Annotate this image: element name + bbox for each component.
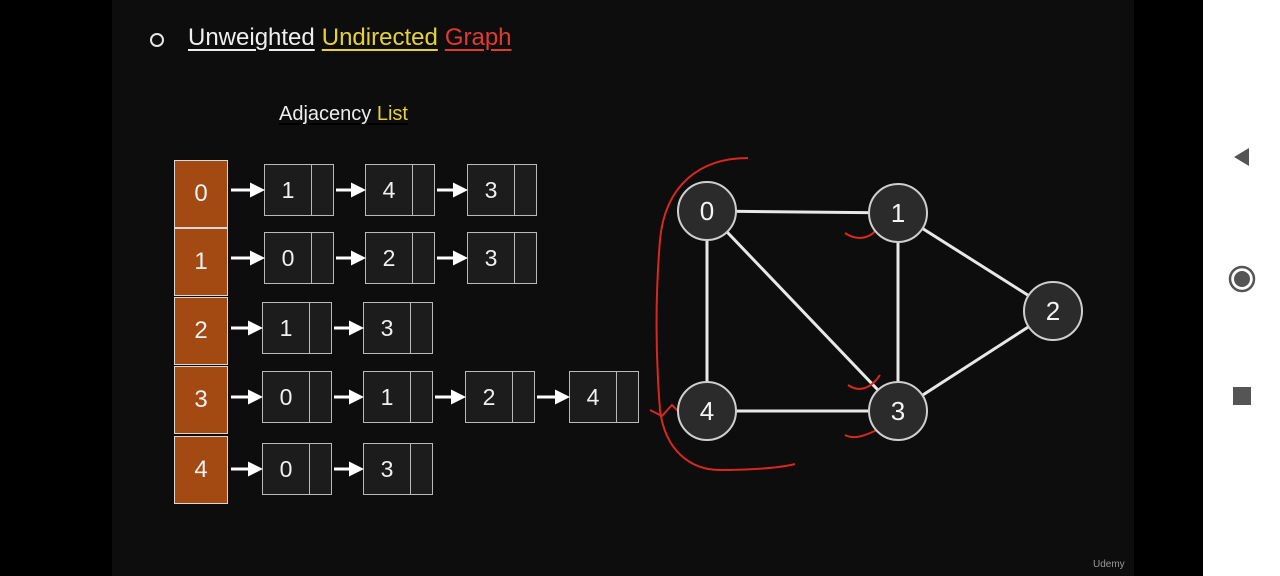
- adjacency-list-heading: Adjacency List: [279, 103, 408, 126]
- pointer-arrows: [231, 182, 570, 477]
- list-node: 2: [465, 371, 535, 423]
- title-graph: Graph: [444, 24, 512, 51]
- node-value: 1: [364, 372, 411, 422]
- bullet-icon: [150, 33, 164, 47]
- node-value: 2: [466, 372, 513, 422]
- list-node: 0: [264, 232, 334, 284]
- home-circle-icon: [1228, 265, 1255, 293]
- android-navigation-bar: [1203, 0, 1280, 576]
- list-node: 3: [467, 164, 537, 216]
- node-value: 4: [366, 165, 413, 215]
- list-node: 3: [363, 302, 433, 354]
- array-cell-0: 0: [174, 160, 228, 228]
- list-node: 3: [467, 232, 537, 284]
- udemy-watermark: Udemy: [1093, 559, 1125, 570]
- title-undirected: Undirected: [321, 24, 438, 51]
- subtitle-list: List: [376, 103, 408, 125]
- array-cell-4: 4: [174, 436, 228, 504]
- graph-vertex-3: 3: [868, 381, 928, 441]
- list-node: 4: [569, 371, 639, 423]
- slide-title: Unweighted Undirected Graph: [150, 20, 512, 56]
- recents-square-icon: [1232, 387, 1251, 405]
- node-value: 2: [366, 233, 413, 283]
- node-value: 0: [263, 444, 310, 494]
- list-node: 1: [264, 164, 334, 216]
- node-value: 3: [364, 303, 411, 353]
- list-node: 4: [365, 164, 435, 216]
- list-node: 2: [365, 232, 435, 284]
- node-value: 3: [364, 444, 411, 494]
- subtitle-adjacency: Adjacency: [279, 103, 372, 125]
- graph-vertex-2: 2: [1023, 281, 1083, 341]
- graph-vertex-4: 4: [677, 381, 737, 441]
- graph-vertex-1: 1: [868, 183, 928, 243]
- recents-button[interactable]: [1203, 385, 1280, 431]
- list-node: 0: [262, 371, 332, 423]
- array-cell-2: 2: [174, 297, 228, 365]
- title-unweighted: Unweighted: [188, 24, 315, 51]
- list-node: 3: [363, 443, 433, 495]
- list-node: 1: [363, 371, 433, 423]
- node-value: 3: [468, 233, 515, 283]
- node-value: 0: [265, 233, 312, 283]
- home-button[interactable]: [1203, 265, 1280, 311]
- node-value: 1: [265, 165, 312, 215]
- node-value: 0: [263, 372, 310, 422]
- back-triangle-icon: [1233, 148, 1249, 166]
- array-cell-3: 3: [174, 366, 228, 434]
- graph-edges: [705, 209, 1054, 413]
- node-value: 3: [468, 165, 515, 215]
- node-value: 1: [263, 303, 310, 353]
- array-cell-1: 1: [174, 228, 228, 296]
- back-button[interactable]: [1203, 145, 1280, 191]
- node-value: 4: [570, 372, 617, 422]
- graph-vertex-0: 0: [677, 181, 737, 241]
